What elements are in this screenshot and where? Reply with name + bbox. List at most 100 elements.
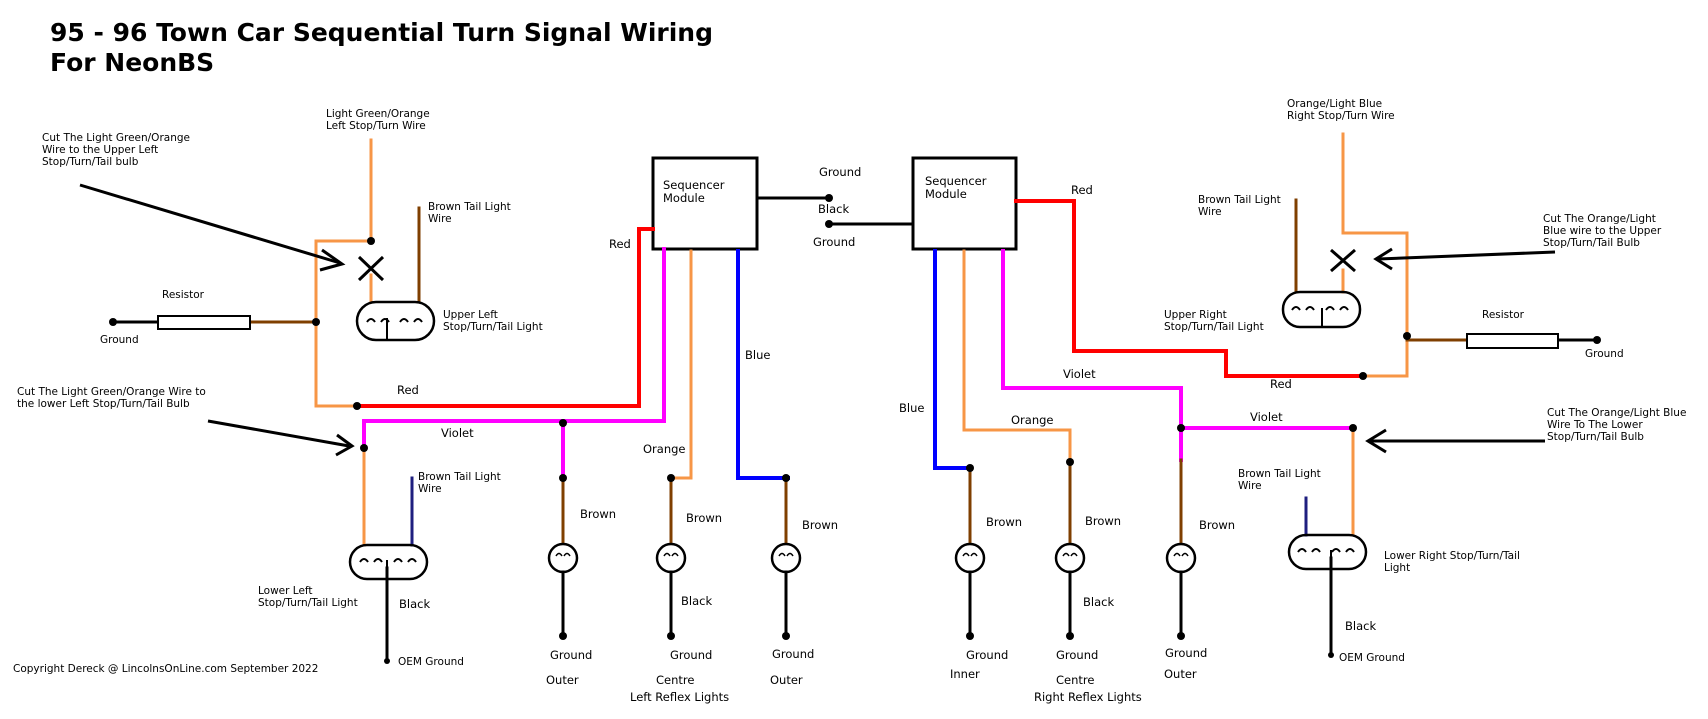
lower-left-black-label: Black [399,597,430,611]
upper-left-bulb [355,300,436,342]
left-brown-tail-upper-line2: Wire [428,213,452,225]
arrow-cut-upper-left [79,183,346,272]
left-cut-lower-line1: Cut The Light Green/Orange Wire to [17,386,206,398]
cut-mark-right [1330,248,1356,273]
right-module-red-label: Red [1071,183,1093,197]
module-ground-link: Ground Black Ground [755,165,915,249]
diagram-title-line2: For NeonBS [50,48,214,77]
lower-right-bulb-label-line2: Light [1384,562,1410,574]
right-reflex-1-wire-label: Brown [986,515,1022,529]
lower-left-bulb [348,543,429,581]
right-resistor [1466,333,1559,349]
right-reflex-3-position-label: Outer [1164,667,1197,681]
right-stop-turn-wire-line2: Right Stop/Turn Wire [1287,110,1395,122]
arrow-cut-lower-left [207,419,355,457]
left-reflex-light-2: Brown Black Ground Centre [655,474,722,687]
left-module-label-line1: Sequencer [663,178,725,192]
right-cut-upper-line2: Blue wire to the Upper [1543,225,1662,237]
right-cut-lower-line3: Stop/Turn/Tail Bulb [1547,431,1644,443]
left-stop-turn-wire-line2: Left Stop/Turn Wire [326,120,426,132]
arrow-cut-upper-right [1373,247,1556,271]
left-stop-turn-wire-line1: Light Green/Orange [326,108,430,120]
lower-right-bulb-label-line1: Lower Right Stop/Turn/Tail [1384,550,1520,562]
arrow-cut-lower-right [1365,428,1545,454]
left-module-blue-label: Blue [745,348,770,362]
right-module-orange-label: Orange [1011,413,1054,427]
left-brown-tail-upper-line1: Brown Tail Light [428,201,511,213]
right-brown-tail-upper-line2: Wire [1198,206,1222,218]
right-reflex-light-3: Brown Ground Outer [1164,458,1235,681]
left-reflex-3-ground-label: Ground [772,647,814,661]
right-module-label-line2: Module [925,187,967,201]
lower-left-bulb-label-line1: Lower Left [258,585,313,597]
right-reflex-1-ground-label: Ground [966,648,1008,662]
left-reflex-2-wire-label: Brown [686,511,722,525]
left-reflex-light-3: Brown Ground Outer [770,474,838,687]
left-reflex-1-position-label: Outer [546,673,579,687]
right-violet2-label: Violet [1250,410,1283,424]
left-reflex-2-black-label: Black [681,594,712,608]
module-black-label: Black [818,202,849,216]
left-reflex-2-position-label: Centre [656,673,694,687]
right-reflex-group-label: Right Reflex Lights [1034,690,1142,704]
right-reflex-2-ground-label: Ground [1056,648,1098,662]
lower-left-oem-ground-label: OEM Ground [398,656,464,668]
left-resistor-label: Resistor [162,289,205,301]
upper-left-bulb-label-line1: Upper Left [443,309,498,321]
left-reflex-light-1: Brown Ground Outer [546,474,616,687]
right-reflex-light-1: Brown Ground Inner [950,464,1022,681]
left-red-label: Red [397,383,419,397]
right-brown-tail-lower-line1: Brown Tail Light [1238,468,1321,480]
right-red-label: Red [1270,377,1292,391]
right-reflex-3-wire-label: Brown [1199,518,1235,532]
left-reflex-3-position-label: Outer [770,673,803,687]
right-wiring [933,132,1599,657]
lower-right-bulb [1287,533,1368,571]
left-cut-upper-line1: Cut The Light Green/Orange [42,132,190,144]
left-reflex-group-label: Left Reflex Lights [630,690,729,704]
left-cut-lower-line2: the lower Left Stop/Turn/Tail Bulb [17,398,190,410]
upper-right-bulb [1281,290,1362,329]
diagram-title-line1: 95 - 96 Town Car Sequential Turn Signal … [50,18,713,47]
right-reflex-3-ground-label: Ground [1165,646,1207,660]
left-resistor-ground-label: Ground [100,334,139,346]
right-module-blue-label: Blue [899,401,924,415]
upper-left-bulb-label-line2: Stop/Turn/Tail Light [443,321,543,333]
module-ground-top-label: Ground [819,165,861,179]
left-cut-upper-line2: Wire to the Upper Left [42,144,158,156]
left-module-red-label: Red [609,237,631,251]
right-cut-lower-line1: Cut The Orange/Light Blue [1547,407,1686,419]
right-brown-tail-lower-line2: Wire [1238,480,1262,492]
lower-right-black-label: Black [1345,619,1376,633]
right-reflex-1-position-label: Inner [950,667,980,681]
left-violet-label: Violet [441,426,474,440]
left-brown-tail-lower-line1: Brown Tail Light [418,471,501,483]
right-cut-upper-line1: Cut The Orange/Light [1543,213,1656,225]
left-reflex-3-wire-label: Brown [802,518,838,532]
left-wiring [111,138,790,663]
left-brown-tail-lower-line2: Wire [418,483,442,495]
left-module-label-line2: Module [663,191,705,205]
left-resistor [157,315,251,330]
upper-right-bulb-label-line1: Upper Right [1164,309,1227,321]
right-reflex-2-wire-label: Brown [1085,514,1121,528]
left-reflex-1-wire-label: Brown [580,507,616,521]
right-reflex-2-position-label: Centre [1056,673,1094,687]
copyright-text: Copyright Dereck @ LincolnsOnLine.com Se… [13,663,318,675]
right-resistor-label: Resistor [1482,309,1525,321]
lower-right-oem-ground-label: OEM Ground [1339,652,1405,664]
right-sequencer-module: Sequencer Module [911,156,1018,251]
right-brown-tail-upper-line1: Brown Tail Light [1198,194,1281,206]
right-stop-turn-wire-line1: Orange/Light Blue [1287,98,1382,110]
left-sequencer-module: Sequencer Module [651,156,759,251]
right-module-label-line1: Sequencer [925,174,987,188]
upper-right-bulb-label-line2: Stop/Turn/Tail Light [1164,321,1264,333]
left-cut-upper-line3: Stop/Turn/Tail bulb [42,156,139,168]
right-resistor-ground-label: Ground [1585,348,1624,360]
left-reflex-1-ground-label: Ground [550,648,592,662]
right-violet-label: Violet [1063,367,1096,381]
right-cut-upper-line3: Stop/Turn/Tail Bulb [1543,237,1640,249]
lower-left-bulb-label-line2: Stop/Turn/Tail Light [258,597,358,609]
cut-mark-left [357,255,385,282]
